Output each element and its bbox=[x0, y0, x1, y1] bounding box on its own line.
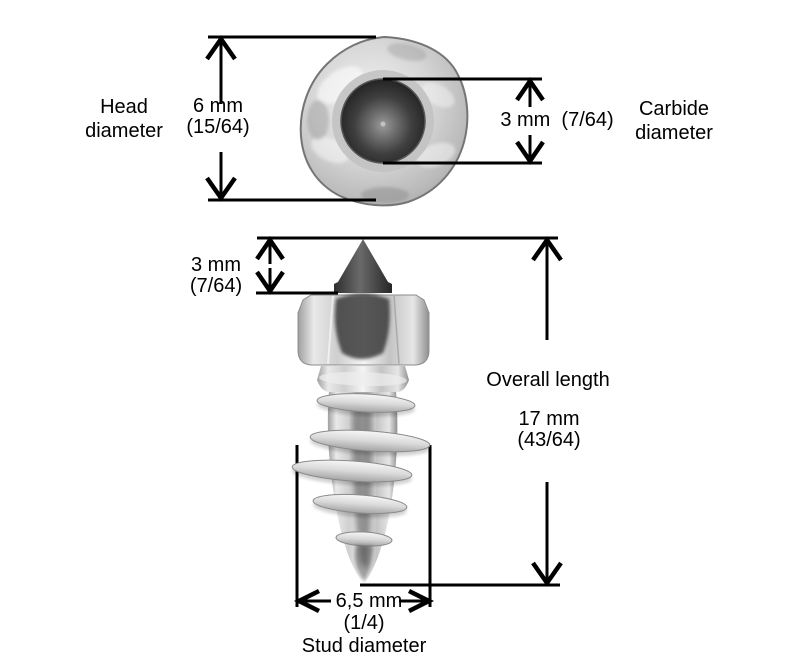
stud-tip-shading bbox=[355, 545, 373, 581]
overall-length-label: Overall length bbox=[486, 369, 610, 391]
arrow-up-icon bbox=[515, 77, 545, 102]
overall-length-value: 17 mm (43/64) bbox=[517, 408, 581, 451]
arrow-down-icon bbox=[515, 140, 545, 165]
arrow-left-icon bbox=[293, 588, 321, 614]
tip-height-value: 3 mm (7/64) bbox=[189, 254, 243, 297]
head-diameter-value: 6 mm (15/64) bbox=[186, 95, 250, 138]
hex-dark-smudge bbox=[334, 293, 390, 359]
carbide-pin-face bbox=[340, 78, 426, 164]
arrow-up-icon bbox=[205, 35, 237, 61]
arrow-right-icon bbox=[407, 588, 435, 614]
thread-blades bbox=[291, 393, 431, 547]
arrow-down-icon bbox=[531, 561, 563, 587]
arrow-down-icon bbox=[255, 270, 285, 295]
stud-diameter-fraction: (1/4) bbox=[343, 612, 385, 634]
arrow-up-icon bbox=[531, 236, 563, 262]
stud-side-view-photo bbox=[291, 239, 431, 583]
arrow-down-icon bbox=[205, 176, 237, 202]
dimension-arrowheads bbox=[205, 35, 563, 614]
carbide-tip-cone bbox=[334, 239, 392, 293]
carbide-pin-glint bbox=[380, 121, 386, 127]
stud-diameter-value: 6,5 mm bbox=[335, 590, 403, 612]
neck-ridge bbox=[319, 371, 407, 387]
head-diameter-label: Head diameter bbox=[85, 96, 163, 142]
stud-diameter-label: Stud diameter bbox=[301, 635, 427, 657]
stud-head-top-view-photo bbox=[299, 35, 469, 207]
carbide-diameter-label: Carbide diameter bbox=[635, 98, 713, 144]
carbide-diameter-value: 3 mm (7/64) bbox=[500, 109, 614, 131]
arrow-up-icon bbox=[255, 236, 285, 261]
hex-facet-left bbox=[327, 295, 334, 365]
hex-facet-right bbox=[393, 295, 400, 365]
